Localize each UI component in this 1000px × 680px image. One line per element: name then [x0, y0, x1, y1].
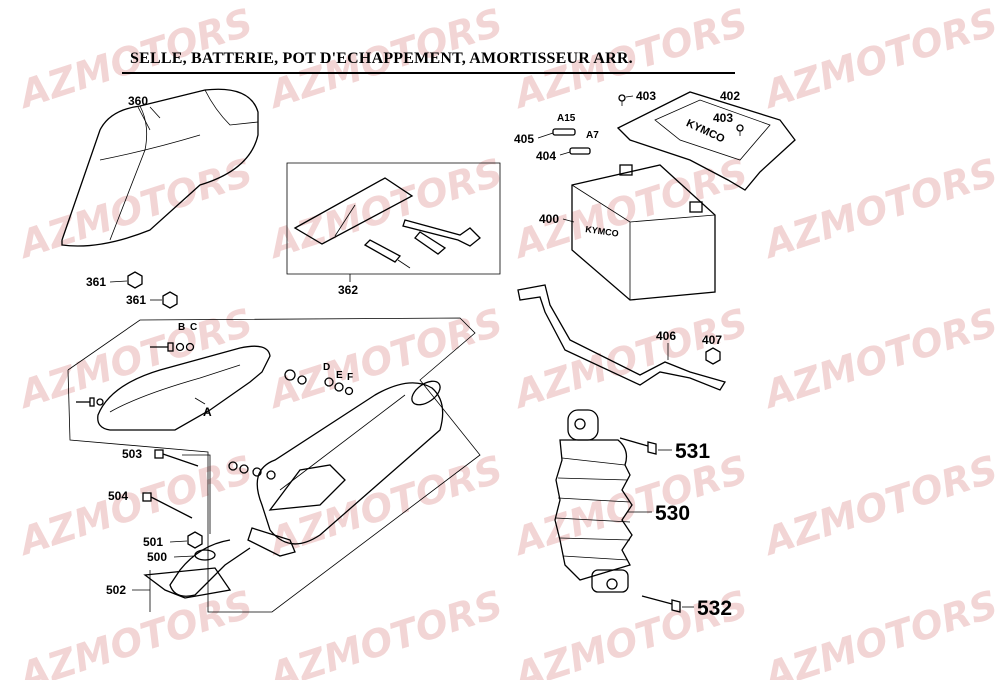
label-362: 362	[338, 283, 358, 297]
watermark: AZMOTORS	[261, 582, 508, 680]
watermark: AZMOTORS	[756, 300, 1000, 418]
watermark: AZMOTORS	[756, 447, 1000, 565]
label-B: B	[178, 322, 185, 333]
heat-shield	[97, 345, 271, 431]
bolt-504	[142, 492, 193, 519]
label-504: 504	[108, 489, 128, 503]
bolt-531	[619, 437, 657, 455]
label-403-a: 403	[636, 89, 656, 103]
battery-bracket	[517, 284, 727, 391]
label-E: E	[336, 370, 343, 381]
washer-stack-mid	[228, 461, 276, 480]
watermark: AZMOTORS	[756, 582, 1000, 680]
label-400: 400	[539, 212, 559, 226]
muffler	[143, 380, 444, 599]
label-500: 500	[147, 550, 167, 564]
watermark: AZMOTORS	[506, 300, 753, 418]
label-503: 503	[122, 447, 142, 461]
watermark: AZMOTORS	[261, 300, 508, 418]
washer-stack-right	[284, 369, 354, 396]
label-404: 404	[536, 149, 556, 163]
fuse-405	[552, 128, 576, 136]
label-F: F	[347, 372, 353, 383]
label-405: 405	[514, 132, 534, 146]
bolt-503	[154, 449, 199, 467]
label-532: 532	[697, 597, 732, 620]
tool-kit-box	[286, 162, 501, 275]
watermark: AZMOTORS	[11, 447, 258, 565]
screw-403-b	[736, 124, 744, 136]
nut-361-b	[162, 291, 178, 309]
watermark: AZMOTORS	[11, 582, 258, 680]
bolt-532	[641, 595, 681, 613]
nut-407	[705, 347, 721, 365]
label-A15: A15	[557, 113, 576, 124]
watermark: AZMOTORS	[506, 447, 753, 565]
label-402: 402	[720, 89, 740, 103]
label-531: 531	[675, 440, 710, 463]
label-407: 407	[702, 333, 722, 347]
seat-part	[61, 88, 259, 247]
label-530: 530	[655, 502, 690, 525]
title-underline	[122, 72, 735, 74]
exhaust-box	[67, 317, 481, 613]
rear-shock-absorber	[554, 409, 633, 593]
label-C: C	[190, 322, 197, 333]
nut-501	[187, 531, 203, 549]
label-A7: A7	[586, 130, 599, 141]
bolt-shield-left	[76, 397, 104, 407]
label-501: 501	[143, 535, 163, 549]
watermark: AZMOTORS	[11, 150, 258, 268]
label-A: A	[203, 405, 212, 419]
nut-361-a	[127, 271, 143, 289]
gasket-500	[194, 549, 216, 561]
battery-brand-text: KYMCO	[585, 224, 620, 239]
battery: KYMCO	[571, 164, 716, 301]
label-361-b: 361	[126, 293, 146, 307]
label-360: 360	[128, 94, 148, 108]
watermark-layer: AZMOTORS AZMOTORS AZMOTORS AZMOTORS AZMO…	[11, 0, 1000, 680]
fuse-404	[569, 147, 591, 155]
label-502: 502	[106, 583, 126, 597]
watermark: AZMOTORS	[756, 0, 1000, 117]
page-title: SELLE, BATTERIE, POT D'ECHAPPEMENT, AMOR…	[130, 50, 633, 67]
watermark: AZMOTORS	[756, 150, 1000, 268]
label-403-b: 403	[713, 111, 733, 125]
label-D: D	[323, 362, 330, 373]
bolt-shield-top	[150, 342, 195, 352]
watermark: AZMOTORS	[261, 447, 508, 565]
screw-403-a	[618, 94, 626, 106]
label-406: 406	[656, 329, 676, 343]
watermark: AZMOTORS	[261, 150, 508, 268]
label-361-a: 361	[86, 275, 106, 289]
